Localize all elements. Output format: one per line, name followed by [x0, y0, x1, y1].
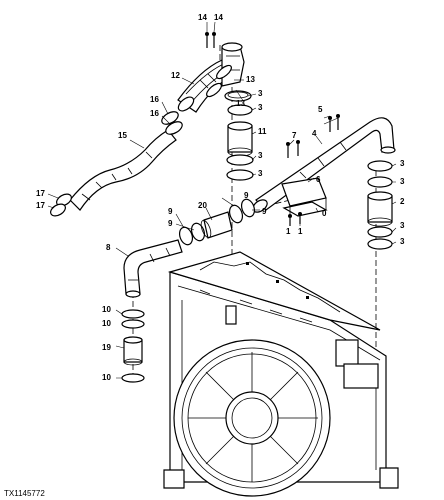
clamp-10-c: [121, 373, 145, 383]
clamp-3-d: [226, 169, 254, 181]
clamp-17-a: [56, 193, 72, 207]
callout-3-g: 3: [400, 221, 405, 230]
leader-lines: [47, 21, 397, 379]
callout-9-a: 9: [244, 191, 249, 200]
callout-9-b: 9: [168, 207, 173, 216]
clamp-17-b: [50, 203, 66, 217]
callouts: 14 14 12 13 13 3 3 16 16 11 15 3 3 17 17…: [36, 13, 405, 382]
clamp-3-f: [367, 176, 393, 188]
callout-13-a: 13: [246, 75, 255, 84]
clamp-16-b: [165, 121, 183, 135]
callout-17-a: 17: [36, 189, 45, 198]
elbow-fitting: [221, 42, 245, 87]
callout-2: 2: [400, 197, 405, 206]
bolts-14: [205, 32, 216, 48]
clamp-3-g: [367, 226, 393, 250]
fan-shroud: [173, 339, 331, 497]
clamp-13-upper: [216, 64, 232, 80]
clamp-3-a: [224, 90, 252, 102]
callout-10-a: 10: [102, 305, 111, 314]
clamp-9-a: [178, 226, 194, 246]
callout-14-b: 14: [214, 13, 223, 22]
hose-8: [123, 239, 183, 298]
clamp-9-d: [240, 198, 256, 218]
callout-16-a: 16: [150, 95, 159, 104]
callout-10-b: 10: [102, 319, 111, 328]
bolts-5: [328, 114, 340, 132]
callout-4: 4: [312, 129, 317, 138]
callout-15: 15: [118, 131, 127, 140]
callout-10-c: 10: [102, 373, 111, 382]
callout-3-d: 3: [258, 169, 263, 178]
callout-17-b: 17: [36, 201, 45, 210]
callout-3-b: 3: [258, 103, 263, 112]
callout-11: 11: [258, 127, 267, 136]
callout-14-a: 14: [198, 13, 207, 22]
callout-1-b: 1: [298, 227, 303, 236]
callout-0: 0: [322, 209, 327, 218]
callout-3-f: 3: [400, 177, 405, 186]
callout-6: 6: [316, 175, 321, 184]
callout-20: 20: [198, 201, 207, 210]
bracket-6: [281, 177, 328, 217]
radiator-base-feet: [163, 467, 399, 489]
clamp-3-c: [226, 154, 254, 166]
sleeve-20: [200, 211, 233, 239]
clamp-10-a: [121, 309, 145, 329]
tube-19: [123, 336, 143, 366]
tube-11: [227, 121, 253, 157]
callout-19: 19: [102, 343, 111, 352]
callout-5: 5: [318, 105, 323, 114]
hose-15: [69, 129, 177, 211]
callout-12: 12: [171, 71, 180, 80]
tube-2: [367, 191, 393, 227]
callout-3-e: 3: [400, 159, 405, 168]
callout-7: 7: [292, 131, 297, 140]
clamp-3-e: [367, 160, 393, 172]
callout-13-b: 13: [236, 99, 245, 108]
callout-3-a: 3: [258, 89, 263, 98]
callout-9-d: 9: [262, 207, 267, 216]
callout-1-a: 1: [286, 227, 291, 236]
figure-reference-id: TX1145772: [4, 489, 45, 498]
clamp-13-lower: [206, 82, 222, 98]
callout-16-b: 16: [150, 109, 159, 118]
callout-3-c: 3: [258, 151, 263, 160]
bolts-7: [286, 140, 300, 158]
callout-8: 8: [106, 243, 111, 252]
callout-3-h: 3: [400, 237, 405, 246]
callout-9-c: 9: [168, 219, 173, 228]
